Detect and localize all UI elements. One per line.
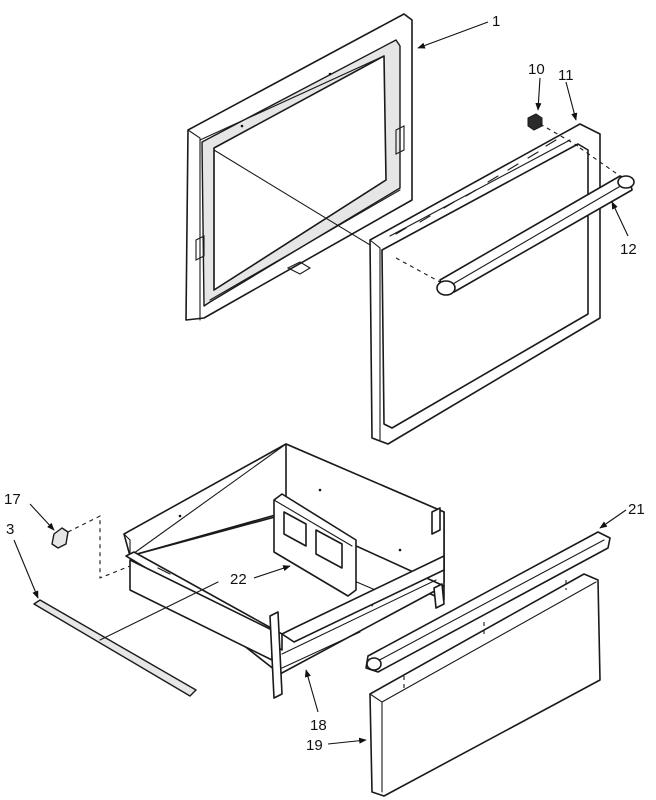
rod-part-3 <box>33 581 219 697</box>
callout-3: 3 <box>6 521 39 599</box>
callout-11: 11 <box>558 67 578 121</box>
callout-12: 12 <box>611 201 637 258</box>
callout-1: 1 <box>417 13 500 49</box>
callout-21-label: 21 <box>628 501 645 518</box>
screw-part-10 <box>527 113 579 147</box>
callout-10: 10 <box>528 61 545 111</box>
drawer-front-part-19 <box>369 573 601 797</box>
callout-19: 19 <box>306 737 367 754</box>
callout-17: 17 <box>4 491 55 531</box>
callout-18-label: 18 <box>310 717 327 734</box>
clip-part-17 <box>51 515 131 579</box>
callout-21: 21 <box>599 501 645 529</box>
door-inner-glass <box>369 123 601 445</box>
callout-1-label: 1 <box>492 13 500 30</box>
callout-3-label: 3 <box>6 521 14 538</box>
door-outer-frame <box>185 13 413 321</box>
callout-19-label: 19 <box>306 737 323 754</box>
alignment-line <box>213 149 399 263</box>
callout-22: 22 <box>230 565 291 588</box>
callout-17-label: 17 <box>4 491 21 508</box>
door-handle <box>395 147 635 296</box>
callout-22-label: 22 <box>230 571 247 588</box>
callout-11-label: 11 <box>558 67 574 84</box>
drawer-body <box>123 443 445 675</box>
front-rail-part-21 <box>365 531 611 673</box>
drawer-slide-part-18 <box>269 555 445 699</box>
rear-bracket-part-22 <box>273 493 357 597</box>
callout-10-label: 10 <box>528 61 545 78</box>
callout-12-label: 12 <box>620 241 637 258</box>
callout-18: 18 <box>304 669 327 734</box>
callout-labels: 1 10 11 12 17 3 22 21 <box>4 13 645 754</box>
